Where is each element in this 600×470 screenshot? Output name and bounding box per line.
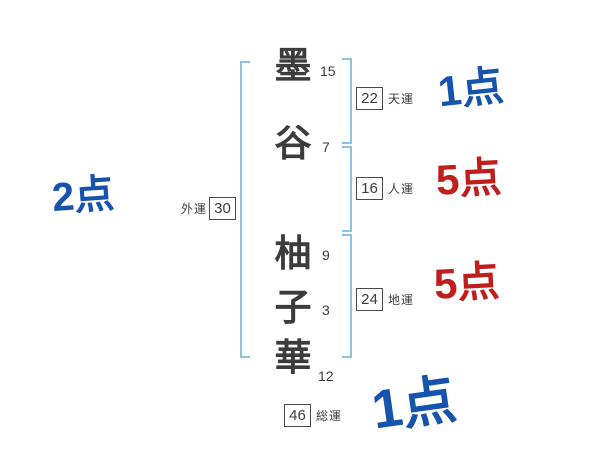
name-char-2: 谷 xyxy=(274,124,312,165)
person-luck-bracket xyxy=(342,146,362,232)
heaven-luck-label: 天運 xyxy=(388,92,415,106)
outer-luck-bracket xyxy=(240,61,252,358)
name-char-3: 柚 xyxy=(274,234,312,275)
person-luck-score: 5点 xyxy=(434,153,503,204)
earth-luck-label: 地運 xyxy=(388,293,415,307)
stroke-count-5: 12 xyxy=(318,368,334,384)
outer-luck-score: 2点 xyxy=(50,171,116,221)
heaven-luck-value: 22 xyxy=(356,87,383,110)
total-luck-value: 46 xyxy=(284,404,311,427)
stroke-count-1: 15 xyxy=(320,63,336,79)
name-char-4: 子 xyxy=(274,288,312,329)
earth-luck-score: 5点 xyxy=(432,257,501,308)
earth-luck-bracket xyxy=(342,234,362,358)
outer-luck-label: 外運 xyxy=(181,202,208,216)
total-luck-score: 1点 xyxy=(368,369,460,441)
stroke-count-4: 3 xyxy=(322,302,330,318)
heaven-luck-bracket xyxy=(342,58,362,144)
name-char-5: 華 xyxy=(274,338,312,379)
heaven-luck-score: 1点 xyxy=(435,61,506,116)
outer-luck-value: 30 xyxy=(209,197,236,220)
earth-luck-value: 24 xyxy=(356,288,383,311)
stroke-count-3: 9 xyxy=(322,247,330,263)
stroke-count-2: 7 xyxy=(322,139,330,155)
person-luck-label: 人運 xyxy=(388,182,415,196)
total-luck-label: 総運 xyxy=(316,409,343,423)
name-char-1: 墨 xyxy=(274,46,312,87)
person-luck-value: 16 xyxy=(356,177,383,200)
